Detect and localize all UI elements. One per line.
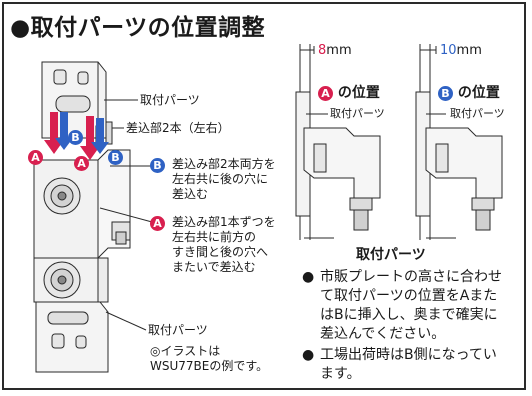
illustration-note-line2: WSU77BEの例です。: [150, 359, 269, 373]
note-b-marker: B: [150, 158, 165, 173]
marker-b-left: B: [68, 130, 83, 145]
position-a-heading: A の位置: [318, 82, 380, 102]
note-b-line2: 左右共に後の穴に: [172, 172, 269, 186]
position-b-mm-unit: mm: [456, 43, 482, 58]
marker-a-left: A: [28, 150, 43, 165]
position-a-label: の位置: [337, 85, 380, 101]
note-a-marker: A: [150, 216, 165, 231]
illustration-note-line1: ◎イラストは: [150, 344, 221, 358]
marker-b-right: B: [108, 150, 123, 165]
part-top-label: 取付パーツ: [140, 93, 200, 107]
bullet-second-line2: ます。: [320, 366, 361, 382]
bullet-first-line4: 差込んでください。: [320, 326, 446, 342]
note-a-line4: またいで差込む: [172, 260, 256, 274]
bullet-first-dot: ●: [302, 269, 315, 285]
note-a-line1: 差込み部1本ずつを: [172, 215, 276, 229]
position-a-mm-unit: mm: [326, 43, 352, 58]
position-b-measurement: 10mm: [440, 43, 482, 58]
note-b-line3: 差込む: [172, 187, 209, 201]
bullet-second: ● 工場出荷時はB側になってい ます。: [302, 346, 522, 384]
wiring-device-illustration: [33, 61, 131, 373]
position-a-marker: A: [318, 85, 333, 101]
section-view-a: [295, 44, 381, 240]
position-a-mm-value: 8: [318, 43, 327, 58]
leader-lines-left: [99, 99, 153, 331]
insert-two-label: 差込部2本（左右）: [126, 121, 230, 135]
note-a-line2: 左右共に前方の: [172, 230, 257, 244]
marker-a-right: A: [74, 156, 89, 171]
position-b-part-label: 取付パーツ: [450, 107, 505, 120]
bullet-first: ● 市販プレートの高さに合わせ て取付パーツの位置をAまた はBに挿入し、奥まで…: [302, 268, 522, 344]
part-bottom-label: 取付パーツ: [148, 323, 208, 337]
bullet-first-line1: 市販プレートの高さに合わせ: [320, 269, 502, 285]
position-b-mm-value: 10: [440, 43, 457, 58]
position-b-label: の位置: [457, 85, 500, 101]
section-caption: 取付パーツ: [356, 247, 426, 263]
position-b-marker: B: [438, 85, 453, 101]
bullet-first-line3: はBに挿入し、奥まで確実に: [320, 307, 498, 323]
page-title: ●取付パーツの位置調整: [10, 15, 266, 41]
section-view-b: [415, 44, 503, 240]
insertion-arrows: [44, 112, 109, 160]
arrow-a-right: [80, 116, 100, 160]
note-b-line1: 差込み部2本両方を: [172, 157, 276, 171]
position-b-heading: B の位置: [438, 82, 500, 102]
bullet-second-line1: 工場出荷時はB側になってい: [320, 347, 497, 363]
bullet-second-dot: ●: [302, 347, 315, 363]
note-a-line3: すき間と後の穴へ: [172, 245, 269, 259]
arrow-b-right: [91, 118, 109, 154]
position-a-part-label: 取付パーツ: [330, 107, 385, 120]
bullet-first-line2: て取付パーツの位置をAまた: [320, 288, 498, 304]
position-a-measurement: 8mm: [318, 43, 352, 58]
arrow-a-left: [44, 112, 64, 154]
